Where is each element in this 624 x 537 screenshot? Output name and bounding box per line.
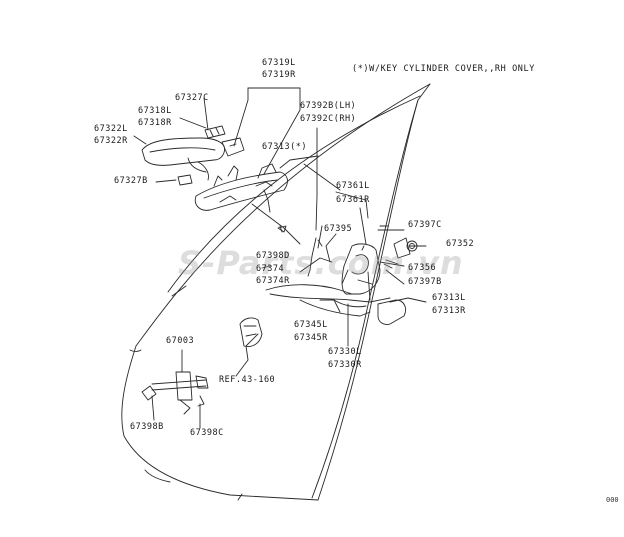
watermark: S-Parts.com.vn — [178, 244, 464, 282]
door-lock-assembly — [341, 243, 381, 295]
part-label-67319L: 67319L — [262, 58, 296, 68]
part-label-67313: 67313(*) — [262, 142, 307, 152]
part-label-67397C: 67397C — [408, 220, 442, 230]
part-label-ref-43-160: REF.43-160 — [219, 375, 276, 385]
part-label-67322R: 67322R — [94, 136, 128, 146]
part-label-67313L: 67313L — [432, 293, 466, 303]
part-label-67398D: 67398D — [256, 251, 290, 261]
part-label-67395: 67395 — [324, 224, 353, 234]
screws — [277, 225, 323, 247]
part-label-67361L: 67361L — [336, 181, 370, 191]
lock-rods-and-cables — [265, 225, 407, 325]
part-label-67322L: 67322L — [94, 124, 128, 134]
ref-bracket — [239, 317, 263, 347]
part-label-67318L: 67318L — [138, 106, 172, 116]
part-label-67345L: 67345L — [294, 320, 328, 330]
outside-handle — [141, 137, 225, 181]
handle-frame — [194, 163, 288, 213]
part-label-67397B: 67397B — [408, 277, 442, 287]
key-cylinder-note: (*)W/KEY CYLINDER COVER,,RH ONLY — [352, 64, 535, 74]
leader-lines — [133, 87, 427, 429]
part-label-67398C: 67398C — [190, 428, 224, 438]
part-label-67374: 67374 — [256, 264, 285, 274]
part-label-67313R: 67313R — [432, 306, 466, 316]
part-label-67319R: 67319R — [262, 70, 296, 80]
figure-code: 000 — [606, 496, 619, 504]
part-label-67361R: 67361R — [336, 195, 370, 205]
part-label-67392C: 67392C(RH) — [300, 114, 357, 124]
cylinder-parts — [379, 225, 418, 269]
part-label-67327B: 67327B — [114, 176, 148, 186]
part-label-67392B: 67392B(LH) — [300, 101, 357, 111]
part-label-67374R: 67374R — [256, 276, 290, 286]
part-label-67345R: 67345R — [294, 333, 328, 343]
part-label-67352: 67352 — [446, 239, 475, 249]
part-label-67330R: 67330R — [328, 360, 362, 370]
part-label-67318R: 67318R — [138, 118, 172, 128]
part-label-67398B: 67398B — [130, 422, 164, 432]
part-label-67356: 67356 — [408, 263, 437, 273]
part-label-67330L: 67330L — [328, 347, 362, 357]
part-label-67327C: 67327C — [175, 93, 209, 103]
part-label-67003: 67003 — [166, 336, 195, 346]
door-outline — [121, 83, 431, 501]
handle-grommets — [177, 125, 245, 186]
door-check — [141, 371, 209, 415]
